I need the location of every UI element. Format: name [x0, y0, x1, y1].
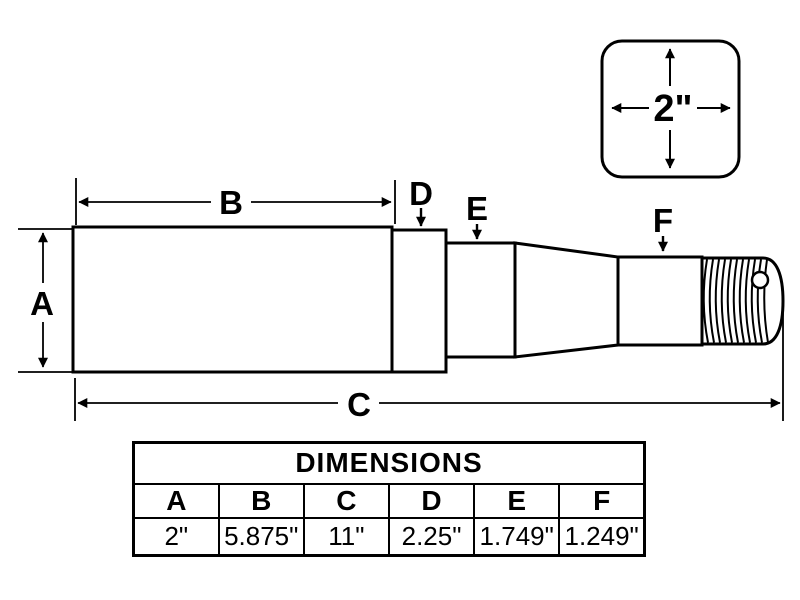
column-header-b: B: [217, 482, 305, 519]
column-header-e: E: [473, 482, 561, 519]
table-header-row: A B C D E F: [132, 482, 646, 519]
table-title: DIMENSIONS: [132, 441, 646, 485]
dimension-label-e: E: [466, 190, 488, 227]
dimension-value-f: 1.249": [558, 516, 646, 557]
spindle-profile: [71, 225, 785, 374]
dimensions-table: DIMENSIONS A B C D E F 2" 5.875" 11" 2.2…: [132, 441, 646, 557]
thread-line: [720, 259, 727, 343]
dimension-value-d: 2.25": [387, 516, 476, 557]
dimension-a: [18, 228, 72, 373]
dimension-c: [74, 299, 784, 421]
dimension-value-b: 5.875": [217, 516, 305, 557]
thread-line: [726, 259, 733, 343]
thread-line: [738, 259, 745, 343]
square-tube-detail: 2": [600, 39, 741, 179]
d-collar-section: [390, 228, 448, 374]
dimension-label-f: F: [653, 202, 673, 239]
column-header-c: C: [302, 482, 390, 519]
thread-line: [756, 259, 763, 343]
thread-line: [732, 259, 739, 343]
dimension-value-e: 1.749": [473, 516, 561, 557]
dimension-value-a: 2": [132, 516, 220, 557]
f-spindle-section: [616, 255, 704, 347]
table-value-row: 2" 5.875" 11" 2.25" 1.749" 1.249": [132, 516, 646, 557]
main-body: [71, 225, 394, 374]
dimension-label-c: C: [347, 386, 371, 423]
thread-line: [744, 259, 751, 343]
thread-lines: [702, 259, 769, 343]
thread-line: [750, 259, 757, 343]
dimension-value-c: 11": [302, 516, 390, 557]
table-title-row: DIMENSIONS: [132, 441, 646, 485]
dimension-label-b: B: [219, 184, 243, 221]
thread-line: [708, 259, 715, 343]
dimension-label-d: D: [409, 175, 433, 212]
square-tube-outline: [600, 39, 741, 179]
dimension-label-a: A: [30, 285, 54, 322]
dimension-b: [75, 178, 396, 225]
taper-section: [513, 241, 620, 359]
column-header-a: A: [132, 482, 220, 519]
thread-line: [763, 259, 769, 343]
thread-line: [714, 259, 721, 343]
thread-line: [702, 259, 709, 343]
column-header-d: D: [387, 482, 476, 519]
detail-dimension-label: 2": [653, 88, 692, 130]
column-header-f: F: [558, 482, 646, 519]
e-shoulder-section: [444, 241, 517, 359]
cotter-pin-hole: [750, 270, 770, 290]
